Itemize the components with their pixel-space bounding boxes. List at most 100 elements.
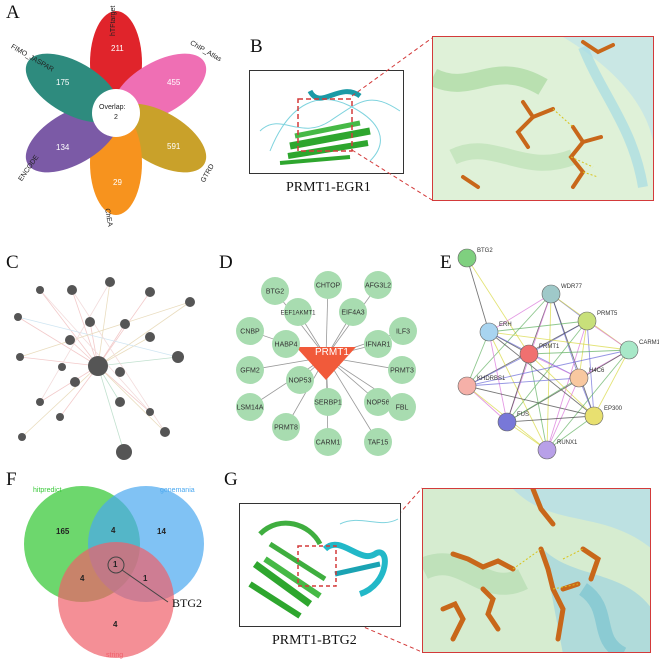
node-label-carm1: CARM1	[316, 440, 341, 447]
node-prmt3	[388, 356, 416, 384]
node-label-nop53: NOP53	[289, 378, 312, 385]
overlap-value: 2	[114, 114, 118, 121]
string-node-carm1	[619, 340, 639, 360]
string-node-erh	[479, 322, 499, 342]
node-eef1akmt1	[284, 298, 312, 326]
petal-value-ChIP_Atlas: 455	[167, 78, 181, 87]
node-habp4	[272, 330, 300, 358]
string-node-label-btg2: BTG2	[477, 248, 493, 254]
edge-wdr77-erh	[488, 293, 552, 333]
edge-btg2-prmt1	[466, 257, 530, 355]
venn-annotation-btg2: BTG2	[172, 596, 202, 610]
edge-prmt1-khdrbs1	[466, 353, 530, 387]
protein-structure-overview-b	[249, 70, 404, 174]
node-ilf3	[389, 317, 417, 345]
panel-letter-f: F	[6, 469, 17, 490]
venn-count-all-three: 1	[113, 560, 118, 569]
node-label-lsm14a: LSM14A	[237, 405, 264, 412]
node-carm1	[314, 428, 342, 456]
edge-erh-carm1	[488, 331, 630, 351]
venn-count-hitpredict-string: 4	[80, 574, 85, 583]
venn-count-hitpredict-only: 165	[56, 527, 70, 536]
string-node-fus	[497, 412, 517, 432]
panel-letter-c: C	[6, 252, 19, 273]
string-node-label-khdrbs1: KHDRBS1	[477, 376, 506, 382]
node-label-ilf3: ILF3	[396, 329, 410, 336]
edge-wdr77-ep300	[550, 293, 595, 417]
edge-ep300-runx1	[546, 415, 595, 451]
edge-erh-fus	[488, 331, 508, 423]
venn-set-label-string: string	[106, 652, 124, 659]
edge-wdr77-runx1	[546, 293, 552, 451]
edge-prmt5-h4c6	[578, 320, 588, 379]
edge-carm1-khdrbs1	[466, 349, 630, 387]
venn-set-label-hitpredict: hitpredict	[33, 487, 62, 494]
overlap-circle	[92, 89, 140, 137]
string-node-label-carm1: CARM1	[639, 340, 659, 346]
genemania-network	[14, 277, 195, 460]
node-gfm2	[236, 356, 264, 384]
petal-value-FIMO_JASPAR: 175	[56, 78, 70, 87]
caption-g: PRMT1-BTG2	[272, 633, 357, 648]
panel-letter-a: A	[6, 2, 20, 23]
node-label-cnbp: CNBP	[240, 329, 260, 336]
string-node-label-h4c6: H4C6	[589, 368, 605, 374]
panel-letter-d: D	[219, 252, 233, 273]
edge-btg2-erh	[466, 257, 490, 333]
edge-khdrbs1-h4c6	[466, 377, 580, 387]
node-afg3l2	[364, 271, 392, 299]
string-node-label-erh: ERH	[499, 322, 512, 328]
venn-count-genemania-string: 1	[143, 574, 148, 583]
venn-count-genemania-only: 14	[157, 527, 166, 536]
string-node-label-prmt1: PRMT1	[539, 344, 560, 350]
node-label-nop56: NOP56	[367, 400, 390, 407]
edge-prmt1-taf15	[325, 356, 379, 443]
node-label-fbl: FBL	[396, 405, 409, 412]
node-prmt8	[272, 413, 300, 441]
string-node-label-fus: FUS	[517, 412, 529, 418]
node-label-btg2: BTG2	[266, 289, 284, 296]
string-node-runx1	[537, 440, 557, 460]
panel-letter-e: E	[440, 252, 452, 273]
node-nop53	[286, 366, 314, 394]
petal-value-ChEA: 29	[113, 178, 122, 187]
venn-count-string-only: 4	[113, 620, 118, 629]
node-label-eef1akmt1: EEF1AKMT1	[280, 311, 316, 317]
node-lsm14a	[236, 393, 264, 421]
petal-value-ENCODE: 134	[56, 143, 70, 152]
venn-set-label-genemania: genemania	[160, 487, 195, 494]
overlap-label: Overlap:	[99, 104, 126, 111]
node-fbl	[388, 393, 416, 421]
node-label-serbp1: SERBP1	[314, 400, 342, 407]
string-node-ep300	[584, 406, 604, 426]
petal-value-GTRD: 591	[167, 142, 181, 151]
caption-b: PRMT1-EGR1	[286, 180, 371, 195]
string-node-label-prmt5: PRMT5	[597, 311, 618, 317]
petal-value-hTFtarget: 211	[111, 44, 124, 53]
string-node-label-runx1: RUNX1	[557, 440, 578, 446]
edge-erh-ep300	[488, 331, 595, 417]
node-eif4a3	[339, 298, 367, 326]
edge-erh-khdrbs1	[466, 331, 490, 387]
edge-prmt1-fus	[506, 353, 530, 423]
node-label-eif4a3: EIF4A3	[341, 310, 364, 317]
protein-structure-overview-g	[239, 503, 401, 627]
edge-erh-runx1	[488, 331, 548, 451]
node-ifnar1	[364, 330, 392, 358]
node-label-ifnar1: IFNAR1	[366, 342, 391, 349]
edge-prmt1-runx1	[528, 353, 548, 451]
node-label-prmt3: PRMT3	[390, 368, 414, 375]
string-node-label-wdr77: WDR77	[561, 284, 583, 290]
node-chtop	[314, 271, 342, 299]
node-taf15	[364, 428, 392, 456]
prmt1-center-label: PRMT1	[315, 347, 349, 358]
node-label-afg3l2: AFG3L2	[365, 283, 391, 290]
edge-h4c6-runx1	[546, 377, 580, 451]
petal-label-hTFtarget: hTFtarget	[110, 5, 117, 36]
panel-letter-b: B	[250, 36, 263, 57]
flower-venn-diagram	[25, 11, 207, 215]
string-node-prmt1	[519, 344, 539, 364]
string-node-khdrbs1	[457, 376, 477, 396]
edge-fus-ep300	[506, 415, 595, 423]
node-label-taf15: TAF15	[368, 440, 389, 447]
